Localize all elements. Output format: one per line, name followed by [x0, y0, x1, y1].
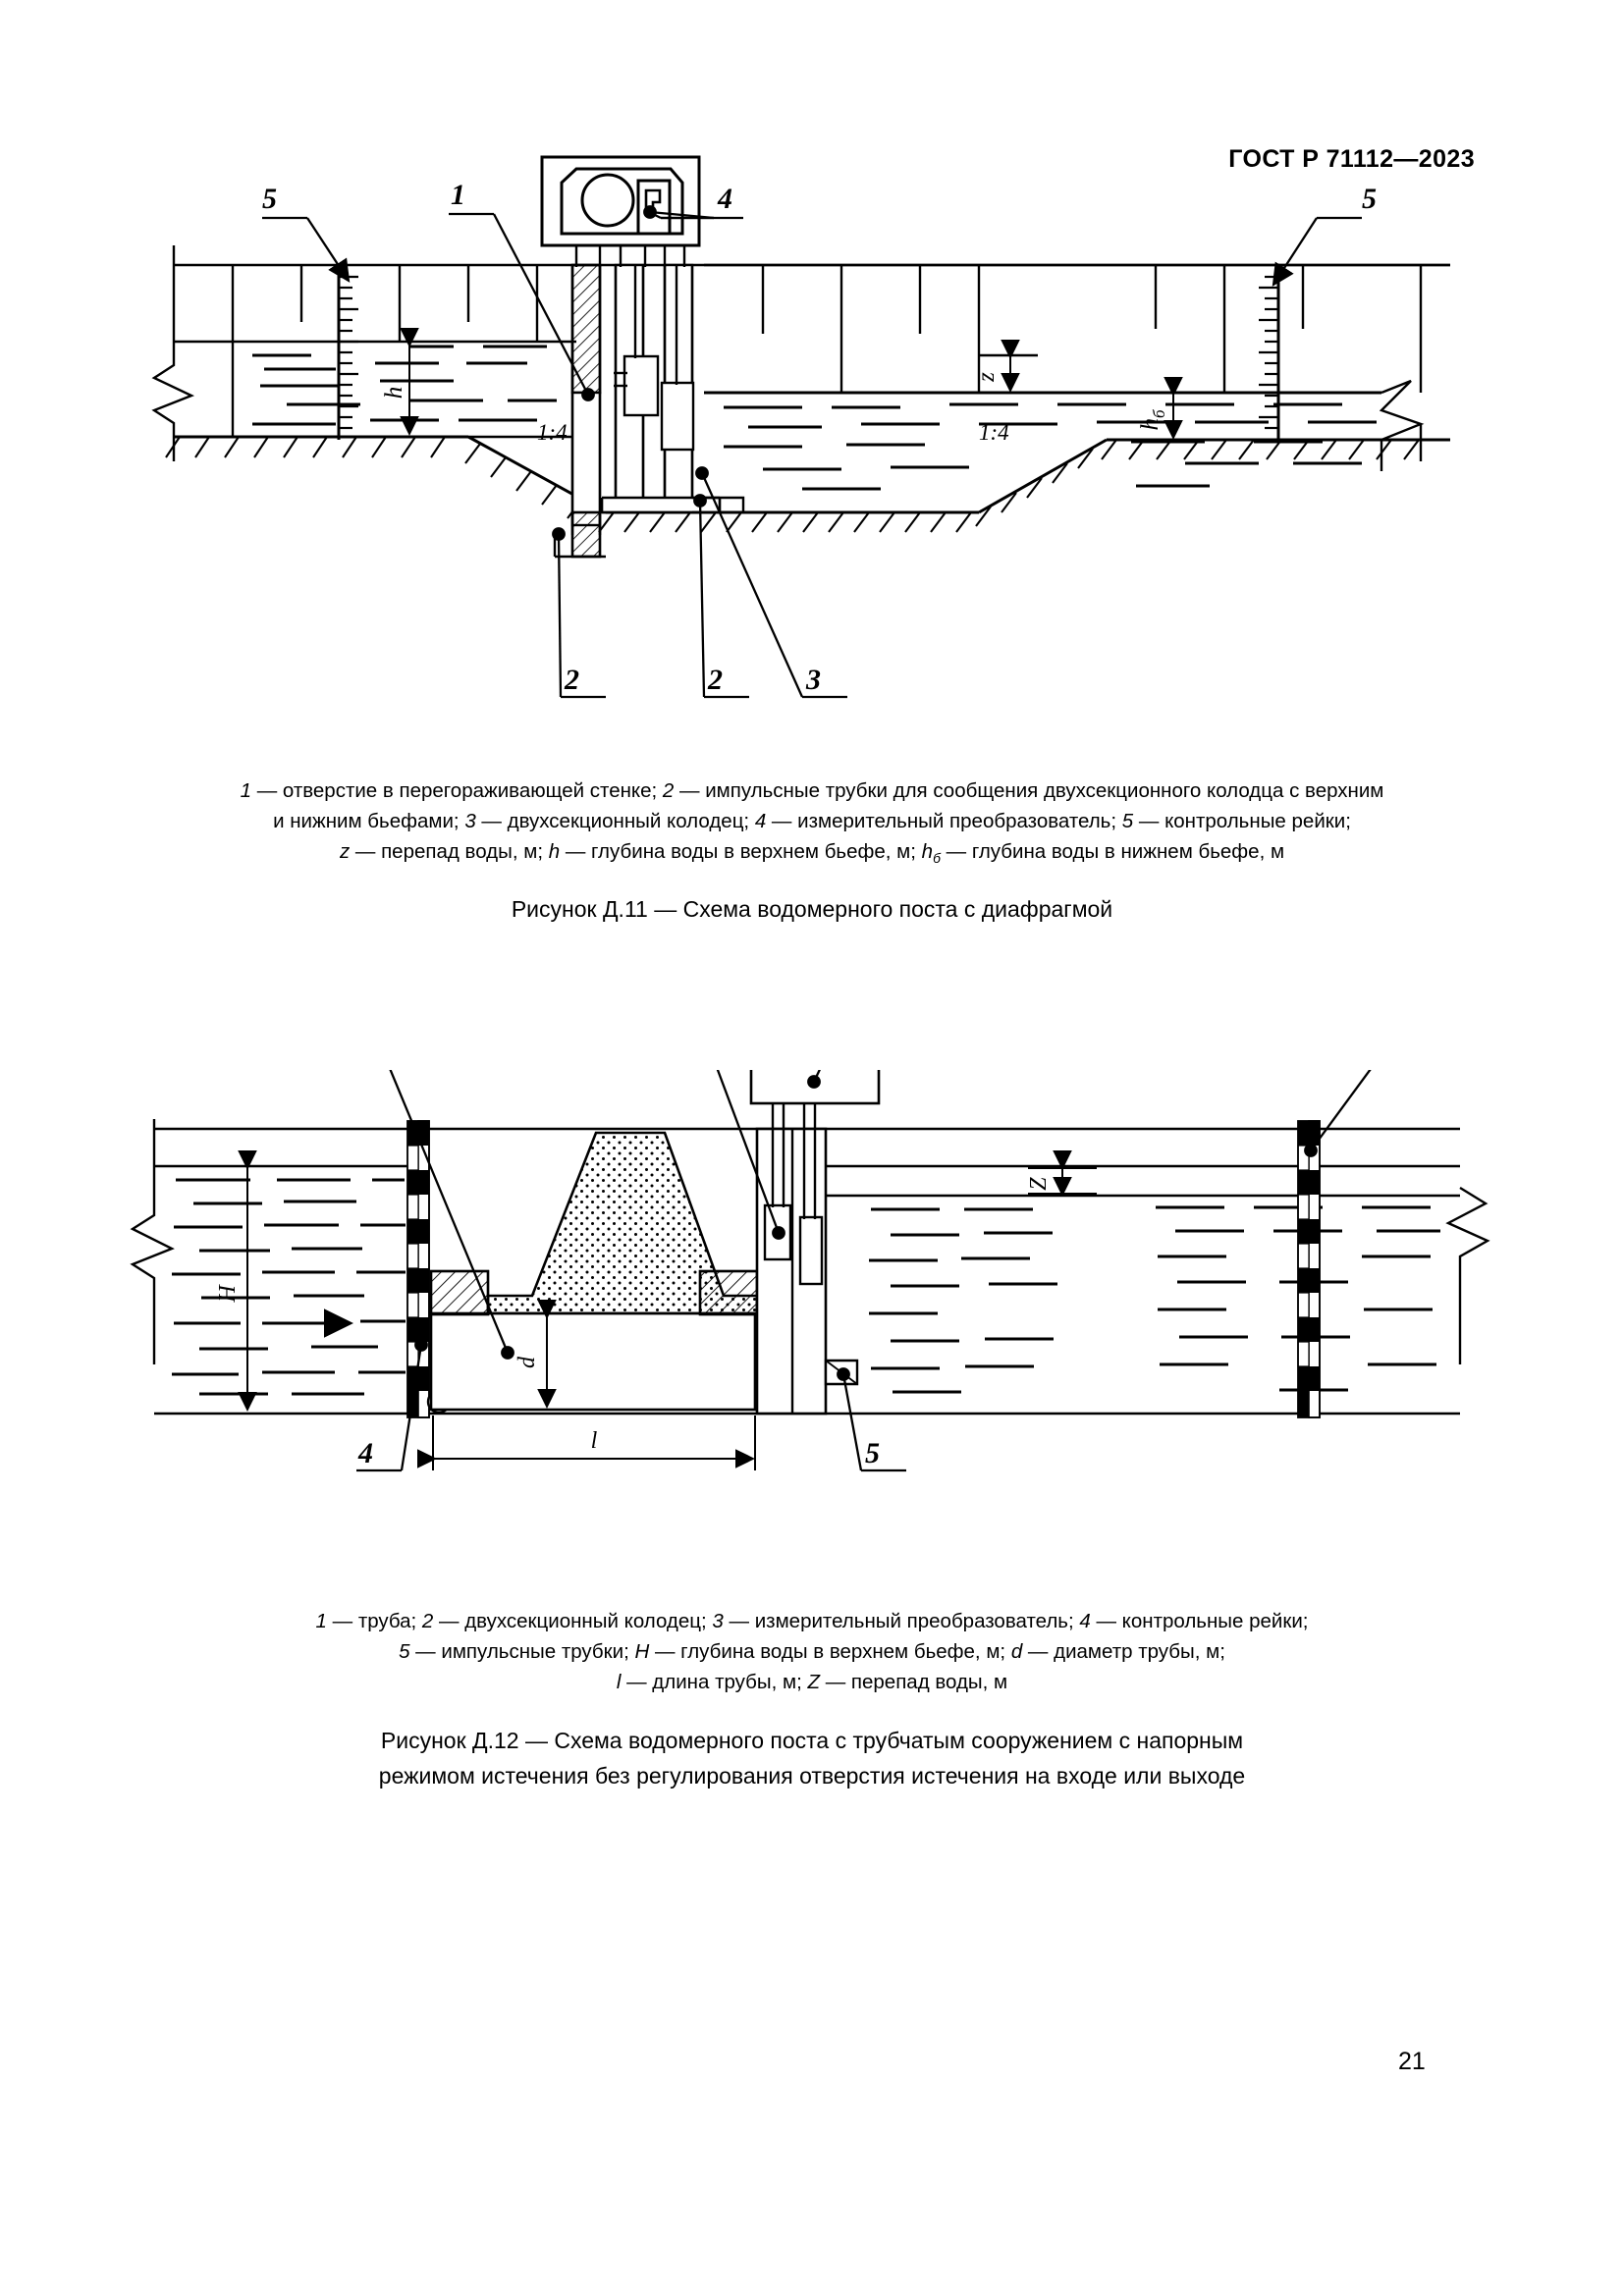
legend-d11-line1: 1 — отверстие в перегораживающей стенке;… [240, 779, 1384, 802]
figure-d12-drawing: H [130, 1070, 1490, 1472]
dim-label-hb-main: h [1137, 418, 1164, 431]
legend-d12-line3: l — длина трубы, м; Z — перепад воды, м [616, 1671, 1008, 1693]
slope-label-left: 1:4 [537, 420, 568, 445]
figure-d12-caption-line2: режимом истечения без регулирования отве… [378, 1763, 1246, 1789]
dim-label-hb-sub: б [1150, 409, 1168, 418]
svg-text:hб: hб [1137, 409, 1168, 431]
dim-label-Z: Z [1026, 1177, 1052, 1191]
callout-4-bottom-fig2: 4 [357, 1437, 373, 1469]
figure-d12-legend: 1 — труба; 2 — двухсекционный колодец; 3… [144, 1606, 1480, 1697]
callout-5-fig2: 5 [865, 1437, 880, 1469]
dim-label-H: H [215, 1284, 241, 1304]
callout-5-right: 5 [1362, 183, 1377, 215]
figure-d12-caption-line1: Рисунок Д.12 — Схема водомерного поста с… [380, 1728, 1244, 1753]
standard-header: ГОСТ Р 71112—2023 [1228, 145, 1475, 173]
legend-d11-line3: z — перепад воды, м; h — глубина воды в … [339, 840, 1285, 867]
callout-2-left: 2 [564, 664, 579, 696]
callout-4: 4 [717, 183, 732, 215]
figure-d11-caption: Рисунок Д.11 — Схема водомерного поста с… [511, 896, 1113, 922]
figure-d12: H [0, 1070, 1624, 1600]
legend-d12-line1: 1 — труба; 2 — двухсекционный колодец; 3… [315, 1610, 1309, 1632]
gauge-staff-right [1297, 1120, 1321, 1418]
callout-1: 1 [451, 179, 465, 211]
callout-3: 3 [805, 664, 821, 696]
legend-d11-line2: и нижним бьефами; 3 — двухсекционный кол… [273, 810, 1351, 832]
callout-5-left: 5 [262, 183, 277, 215]
figure-d11-drawing: h [151, 155, 1450, 699]
callout-2-center: 2 [707, 664, 723, 696]
dim-label-h: h [381, 387, 407, 400]
figure-d12-caption: Рисунок Д.12 — Схема водомерного поста с… [164, 1723, 1460, 1793]
dim-label-d: d [514, 1356, 540, 1368]
dim-label-z: z [973, 372, 1000, 383]
figure-d11-legend: 1 — отверстие в перегораживающей стенке;… [144, 775, 1480, 874]
dim-label-l: l [591, 1428, 598, 1454]
page-number: 21 [1398, 2048, 1426, 2075]
legend-d12-line2: 5 — импульсные трубки; H — глубина воды … [399, 1640, 1225, 1663]
figure-d11: h [0, 147, 1624, 795]
dim-label-hb: hб [1137, 409, 1168, 431]
